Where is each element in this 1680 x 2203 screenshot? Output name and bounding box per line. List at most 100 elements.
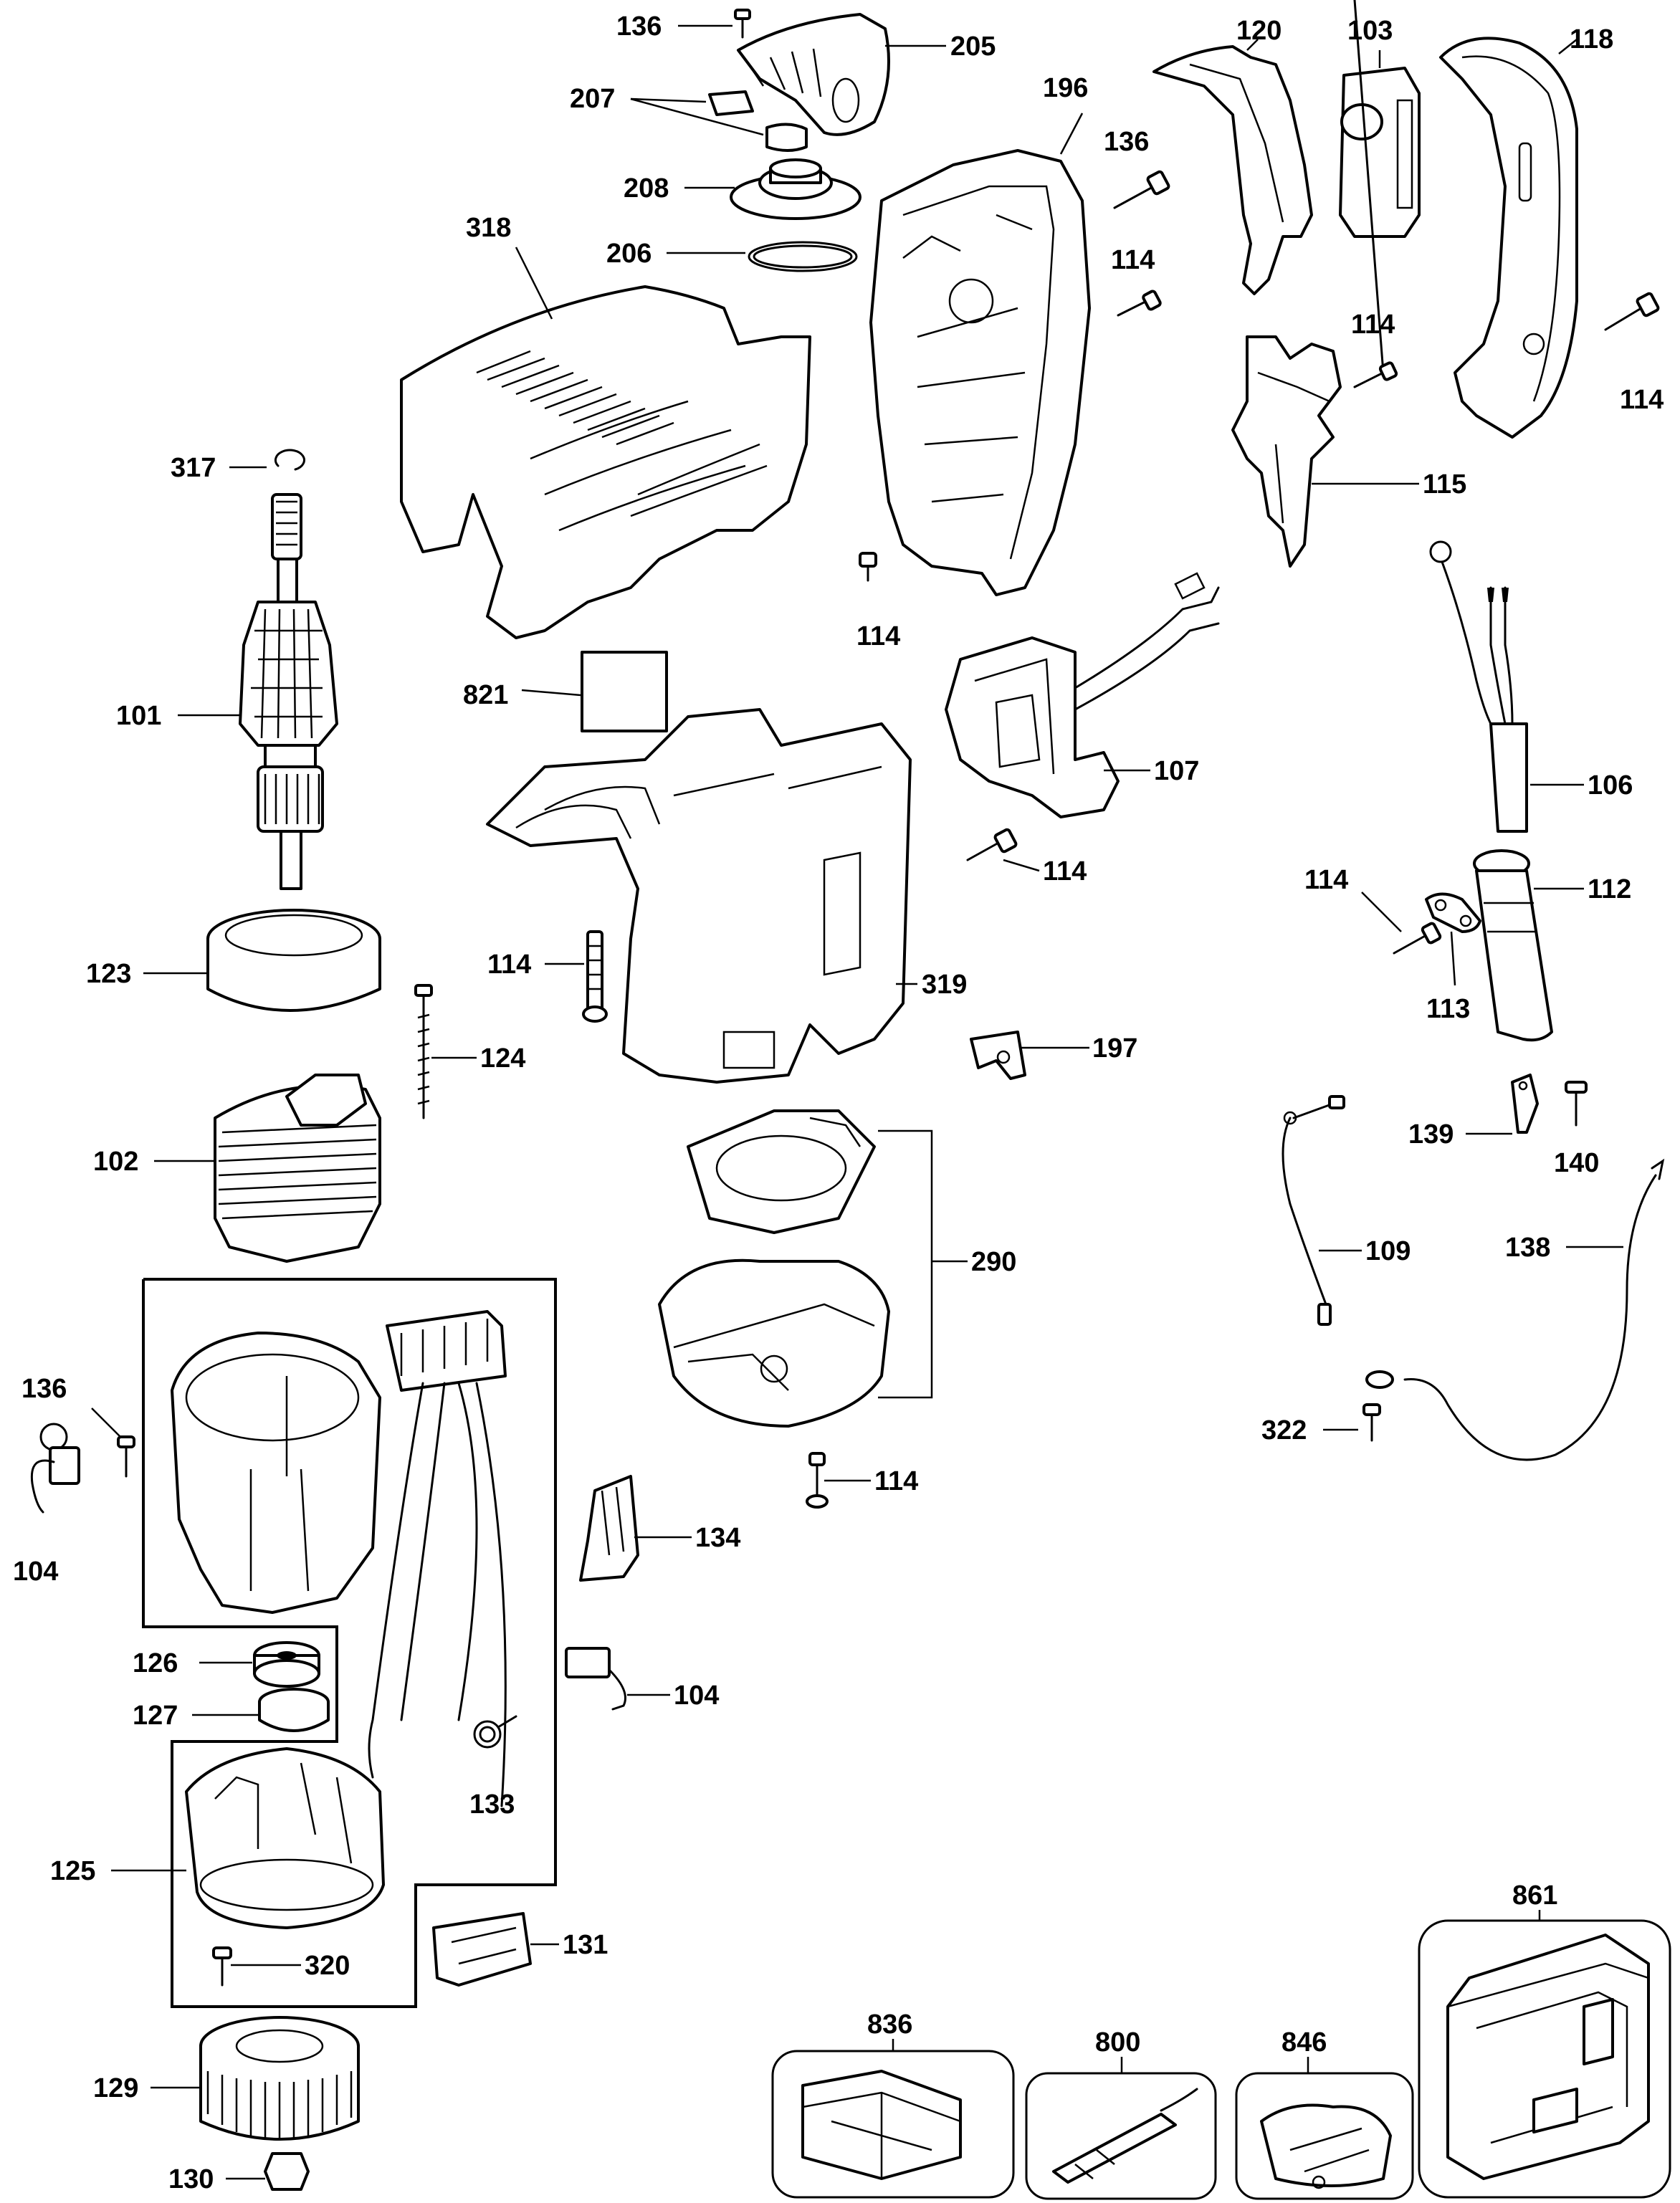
- part-134-brush-spring-holder: 134: [579, 1475, 740, 1582]
- callout-846: 846: [1282, 2027, 1327, 2058]
- part-114-screw-f: 114: [1304, 865, 1442, 955]
- part-104-carbon-brush-a: 104: [13, 1423, 80, 1587]
- callout-318: 318: [466, 213, 511, 243]
- part-114-screw-c: 114: [1351, 0, 1398, 388]
- callout-123: 123: [86, 959, 131, 989]
- kit-800: 800: [1025, 2027, 1217, 2200]
- callout-124: 124: [480, 1043, 525, 1074]
- callout-136: 136: [616, 11, 662, 42]
- callout-120: 120: [1236, 16, 1282, 46]
- kit-861-carry-case: 861: [1418, 1881, 1671, 2199]
- part-114-screw-a: 114: [1111, 245, 1162, 317]
- callout-861: 861: [1512, 1881, 1557, 1911]
- part-103-switch: 103: [1339, 16, 1421, 238]
- callout-138: 138: [1505, 1233, 1550, 1263]
- callout-197: 197: [1092, 1033, 1137, 1064]
- callout-101: 101: [116, 701, 161, 731]
- part-127-bearing-cup: 127: [133, 1688, 330, 1732]
- callout-114: 114: [1111, 245, 1155, 275]
- callout-319: 319: [922, 970, 967, 1000]
- callout-140: 140: [1554, 1148, 1599, 1178]
- callout-290: 290: [971, 1247, 1016, 1277]
- callout-114: 114: [1620, 385, 1664, 415]
- callout-134: 134: [695, 1523, 740, 1553]
- callout-205: 205: [950, 32, 996, 62]
- callout-106: 106: [1588, 770, 1633, 801]
- callout-113: 113: [1426, 994, 1470, 1024]
- callout-114: 114: [1304, 865, 1348, 895]
- part-131-brush-cover: 131: [432, 1912, 608, 1987]
- part-120-trigger: 120: [1152, 16, 1313, 295]
- part-123-bearing-housing: 123: [86, 909, 381, 1012]
- callout-125: 125: [50, 1856, 95, 1886]
- part-115-lock-bracket: 115: [1231, 335, 1466, 568]
- part-129-fan: 129: [93, 2016, 360, 2141]
- part-101-armature: 101: [116, 493, 338, 890]
- part-319-main-housing: 319: [486, 708, 967, 1084]
- callout-103: 103: [1347, 16, 1393, 46]
- part-290-fan-baffle: 290: [658, 1109, 1016, 1428]
- part-112-cord-sleeve: 112: [1473, 849, 1631, 1042]
- callout-800: 800: [1095, 2027, 1140, 2058]
- part-118-handle: 118: [1439, 24, 1613, 439]
- part-104-carbon-brush-b: 104: [565, 1647, 719, 1711]
- callout-104: 104: [13, 1557, 58, 1587]
- part-136-screw-b: 136: [1104, 127, 1170, 209]
- part-139-terminal: 139: [1408, 1074, 1539, 1150]
- callout-836: 836: [867, 2010, 912, 2040]
- part-208-gear: 208: [624, 158, 862, 220]
- callout-322: 322: [1261, 1415, 1307, 1445]
- callout-114: 114: [856, 621, 900, 651]
- part-107-brush-holder: 107: [945, 572, 1220, 818]
- callout-208: 208: [624, 173, 669, 204]
- part-140-screw: 140: [1554, 1081, 1599, 1178]
- callout-133: 133: [469, 1789, 515, 1820]
- part-206-o-ring: 206: [606, 239, 858, 272]
- motor-housing-group-frame: [142, 1278, 557, 2008]
- part-317-snap-ring: 317: [171, 449, 305, 483]
- callout-129: 129: [93, 2073, 138, 2103]
- callout-136: 136: [1104, 127, 1149, 157]
- part-322-screw: 322: [1261, 1403, 1381, 1445]
- callout-127: 127: [133, 1701, 178, 1731]
- part-207-pads: 207: [570, 84, 808, 152]
- part-320-screw: 320: [212, 1946, 350, 1987]
- part-196-gear-housing: 196: [869, 73, 1091, 596]
- part-motor-housing: [171, 1310, 507, 1807]
- part-114-screw-b: 114: [1604, 292, 1664, 415]
- callout-320: 320: [305, 1951, 350, 1981]
- part-114-screw-d: 114: [856, 552, 900, 651]
- part-114-screw-g: 114: [487, 930, 608, 1023]
- part-821-label: 821: [463, 651, 668, 732]
- kit-836: 836: [771, 2010, 1015, 2199]
- part-109-lead-wire: 109: [1282, 1095, 1411, 1326]
- callout-136: 136: [22, 1374, 67, 1404]
- part-102-field-stator: 102: [93, 1074, 381, 1263]
- callout-114: 114: [874, 1466, 918, 1496]
- callout-102: 102: [93, 1147, 138, 1177]
- part-138-ground-wire: 138: [1365, 1158, 1665, 1461]
- kit-846: 846: [1235, 2027, 1414, 2200]
- part-133-brush-spring: 133: [469, 1715, 517, 1820]
- callout-114: 114: [1043, 856, 1087, 887]
- callout-112: 112: [1588, 874, 1631, 904]
- callout-109: 109: [1365, 1236, 1411, 1266]
- callout-317: 317: [171, 453, 216, 483]
- part-130-fan-nut: 130: [168, 2152, 310, 2194]
- part-106-power-cord: 106: [1429, 540, 1633, 833]
- part-113-cord-clamp: 113: [1425, 892, 1481, 1024]
- part-197-clip: 197: [970, 1031, 1137, 1080]
- part-124-long-screw: 124: [414, 984, 525, 1119]
- callout-131: 131: [563, 1930, 608, 1960]
- callout-104: 104: [674, 1681, 719, 1711]
- part-136-screw-c: 136: [22, 1374, 135, 1478]
- callout-115: 115: [1423, 469, 1466, 500]
- callout-130: 130: [168, 2164, 214, 2194]
- part-318-motor-cover: 318: [400, 213, 811, 639]
- part-125-end-bell: 125: [50, 1747, 385, 1929]
- part-114-screw-h: 114: [806, 1452, 918, 1509]
- part-205-gear-cap: 205: [737, 13, 996, 136]
- part-114-screw-e: 114: [966, 828, 1087, 887]
- callout-196: 196: [1043, 73, 1088, 103]
- callout-107: 107: [1154, 756, 1199, 786]
